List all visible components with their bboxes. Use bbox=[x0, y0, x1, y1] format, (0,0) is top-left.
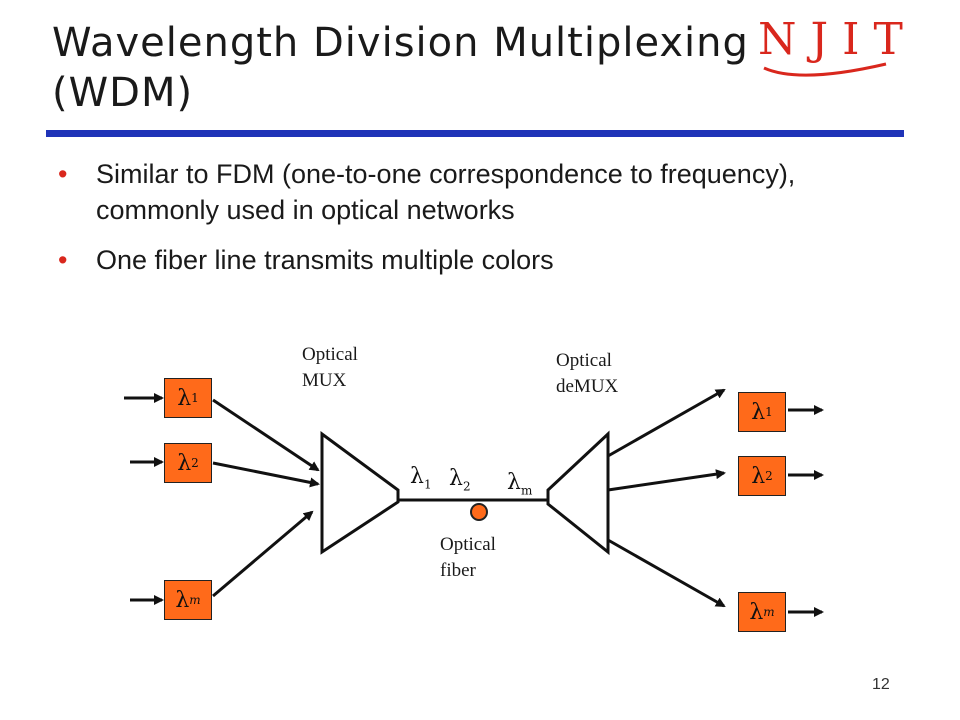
demux-line-1 bbox=[607, 388, 726, 458]
lambda-symbol: λ bbox=[177, 450, 192, 476]
fiber-lambda-1: λ1 bbox=[410, 464, 432, 491]
lambda-subscript: 1 bbox=[765, 405, 773, 419]
slide-title: Wavelength Division Multiplexing (WDM) bbox=[52, 18, 812, 118]
lambda-subscript: m bbox=[189, 593, 201, 607]
demux-line-2 bbox=[607, 469, 726, 492]
bullet-dot-icon: • bbox=[58, 159, 68, 189]
fiber-lambda-m: λm bbox=[507, 470, 532, 497]
lambda-subscript: 1 bbox=[423, 477, 432, 492]
bullet-text: Similar to FDM (one-to-one correspondenc… bbox=[96, 159, 796, 225]
lambda-symbol: λ bbox=[507, 470, 521, 495]
mux-line-2 bbox=[212, 461, 320, 488]
mux-line-m bbox=[212, 510, 314, 598]
lambda-subscript: m bbox=[763, 605, 775, 619]
lambda-symbol: λ bbox=[749, 599, 764, 625]
lambda-subscript: 1 bbox=[191, 391, 199, 405]
lambda-symbol: λ bbox=[175, 587, 190, 613]
lambda-symbol: λ bbox=[751, 463, 766, 489]
lambda-symbol: λ bbox=[177, 385, 192, 411]
title-underline bbox=[46, 130, 904, 137]
bullet-text: One fiber line transmits multiple colors bbox=[96, 245, 554, 275]
lambda-symbol: λ bbox=[751, 399, 766, 425]
title-line-2: (WDM) bbox=[52, 70, 194, 116]
bullet-item: • Similar to FDM (one-to-one corresponde… bbox=[58, 156, 878, 228]
lambda-subscript: 2 bbox=[462, 479, 471, 494]
fiber-label: Optical fiber bbox=[440, 534, 496, 581]
lambda-symbol: λ bbox=[449, 466, 463, 491]
njit-logo: NJIT bbox=[758, 14, 917, 65]
title-line-1: Wavelength Division Multiplexing bbox=[52, 20, 749, 66]
bullet-dot-icon: • bbox=[58, 245, 68, 275]
demux-label: Optical deMUX bbox=[556, 350, 619, 397]
fiber-marker bbox=[470, 503, 488, 521]
demux-shape bbox=[546, 430, 610, 556]
bullet-list: • Similar to FDM (one-to-one corresponde… bbox=[58, 156, 878, 292]
mux-line-1 bbox=[212, 398, 320, 472]
mux-label: Optical MUX bbox=[302, 344, 358, 391]
fiber-lambda-2: λ2 bbox=[449, 466, 471, 493]
demux-line-m bbox=[607, 538, 726, 608]
mux-shape bbox=[320, 431, 400, 555]
lambda-subscript: 2 bbox=[765, 469, 773, 483]
page-number: 12 bbox=[872, 676, 890, 693]
lambda-subscript: 2 bbox=[191, 456, 199, 470]
lambda-subscript: m bbox=[520, 483, 533, 498]
logo-swoosh-icon bbox=[763, 62, 887, 77]
bullet-item: • One fiber line transmits multiple colo… bbox=[58, 242, 878, 278]
lambda-symbol: λ bbox=[410, 464, 424, 489]
